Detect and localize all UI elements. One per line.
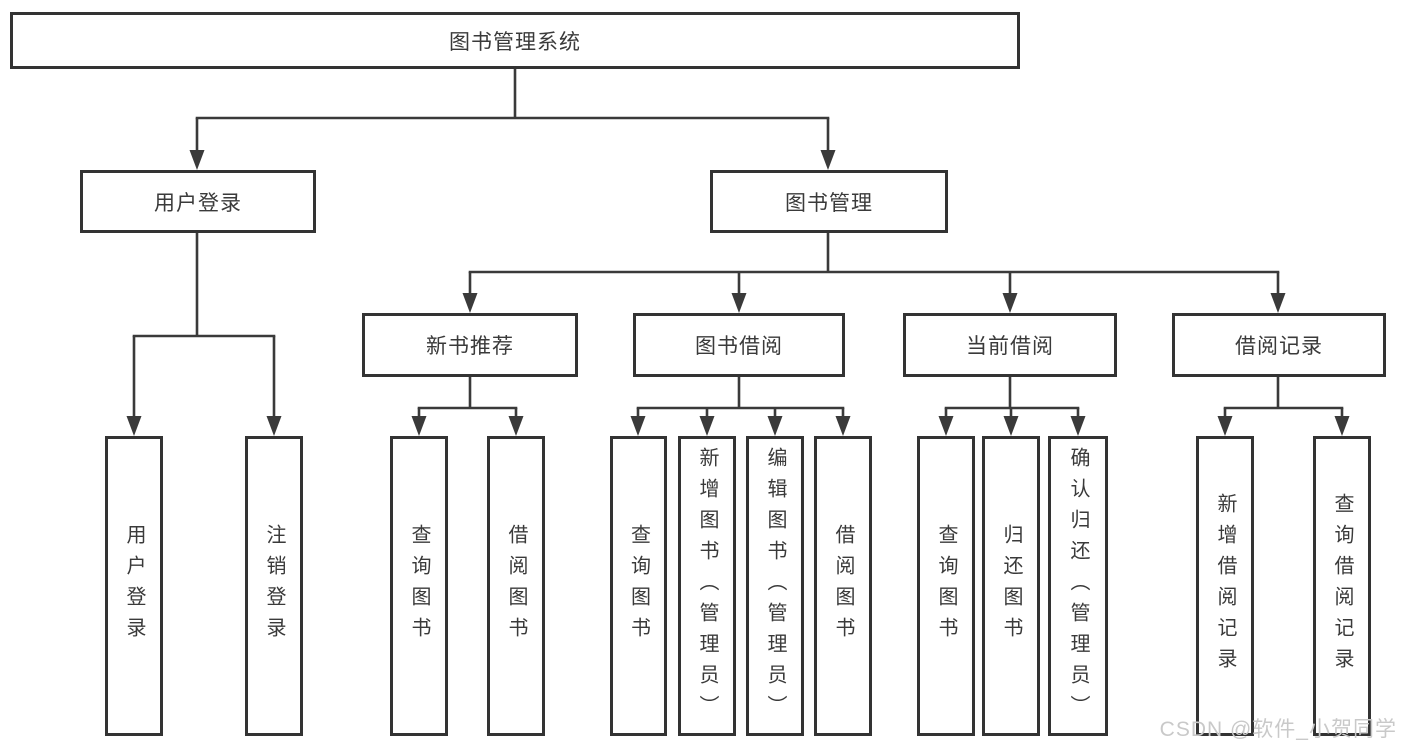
node-query-books-current: 查询图书: [917, 436, 975, 736]
node-query-books-current-label: 查询图书: [935, 524, 957, 648]
node-borrow-books-recommend: 借阅图书: [487, 436, 545, 736]
node-return-books-label: 归还图书: [1000, 524, 1022, 648]
node-borrow-books-recommend-label: 借阅图书: [505, 524, 527, 648]
node-book-borrowing-label: 图书借阅: [695, 335, 783, 358]
node-book-borrowing: 图书借阅: [633, 313, 845, 377]
node-user-login-leaf: 用户登录: [105, 436, 163, 736]
node-user-login-leaf-label: 用户登录: [123, 524, 145, 648]
node-add-borrow-record-label: 新增借阅记录: [1214, 493, 1236, 679]
node-user-login: 用户登录: [80, 170, 316, 233]
node-root-label: 图书管理系统: [449, 30, 581, 54]
node-query-books-borrowing-label: 查询图书: [627, 524, 650, 648]
node-borrowing-records-label: 借阅记录: [1235, 335, 1323, 358]
node-logout-leaf-label: 注销登录: [263, 524, 285, 648]
node-new-book-recommendation-label: 新书推荐: [426, 335, 514, 358]
node-edit-books-admin: 编辑图书（管理员）: [746, 436, 804, 736]
node-add-books-admin: 新增图书（管理员）: [678, 436, 736, 736]
node-book-management-label: 图书管理: [785, 191, 873, 215]
node-add-borrow-record: 新增借阅记录: [1196, 436, 1254, 736]
node-add-books-admin-label: 新增图书（管理员）: [696, 446, 718, 726]
node-borrow-books-borrowing: 借阅图书: [814, 436, 872, 736]
node-new-book-recommendation: 新书推荐: [362, 313, 578, 377]
node-current-borrowing-label: 当前借阅: [966, 335, 1054, 358]
csdn-watermark: CSDN @软件_小贺同学: [1159, 718, 1397, 741]
node-confirm-return-admin-label: 确认归还（管理员）: [1067, 446, 1089, 726]
node-book-management: 图书管理: [710, 170, 948, 233]
node-user-login-label: 用户登录: [154, 191, 242, 215]
node-query-borrow-record-label: 查询借阅记录: [1331, 493, 1353, 679]
node-root: 图书管理系统: [10, 12, 1020, 69]
node-borrow-books-borrowing-label: 借阅图书: [832, 524, 854, 648]
node-return-books: 归还图书: [982, 436, 1040, 736]
node-current-borrowing: 当前借阅: [903, 313, 1117, 377]
node-query-books-borrowing: 查询图书: [610, 436, 667, 736]
node-query-borrow-record: 查询借阅记录: [1313, 436, 1371, 736]
node-borrowing-records: 借阅记录: [1172, 313, 1386, 377]
node-logout-leaf: 注销登录: [245, 436, 303, 736]
node-query-books-recommend-label: 查询图书: [408, 524, 430, 648]
node-edit-books-admin-label: 编辑图书（管理员）: [764, 446, 786, 726]
node-query-books-recommend: 查询图书: [390, 436, 448, 736]
node-confirm-return-admin: 确认归还（管理员）: [1048, 436, 1108, 736]
